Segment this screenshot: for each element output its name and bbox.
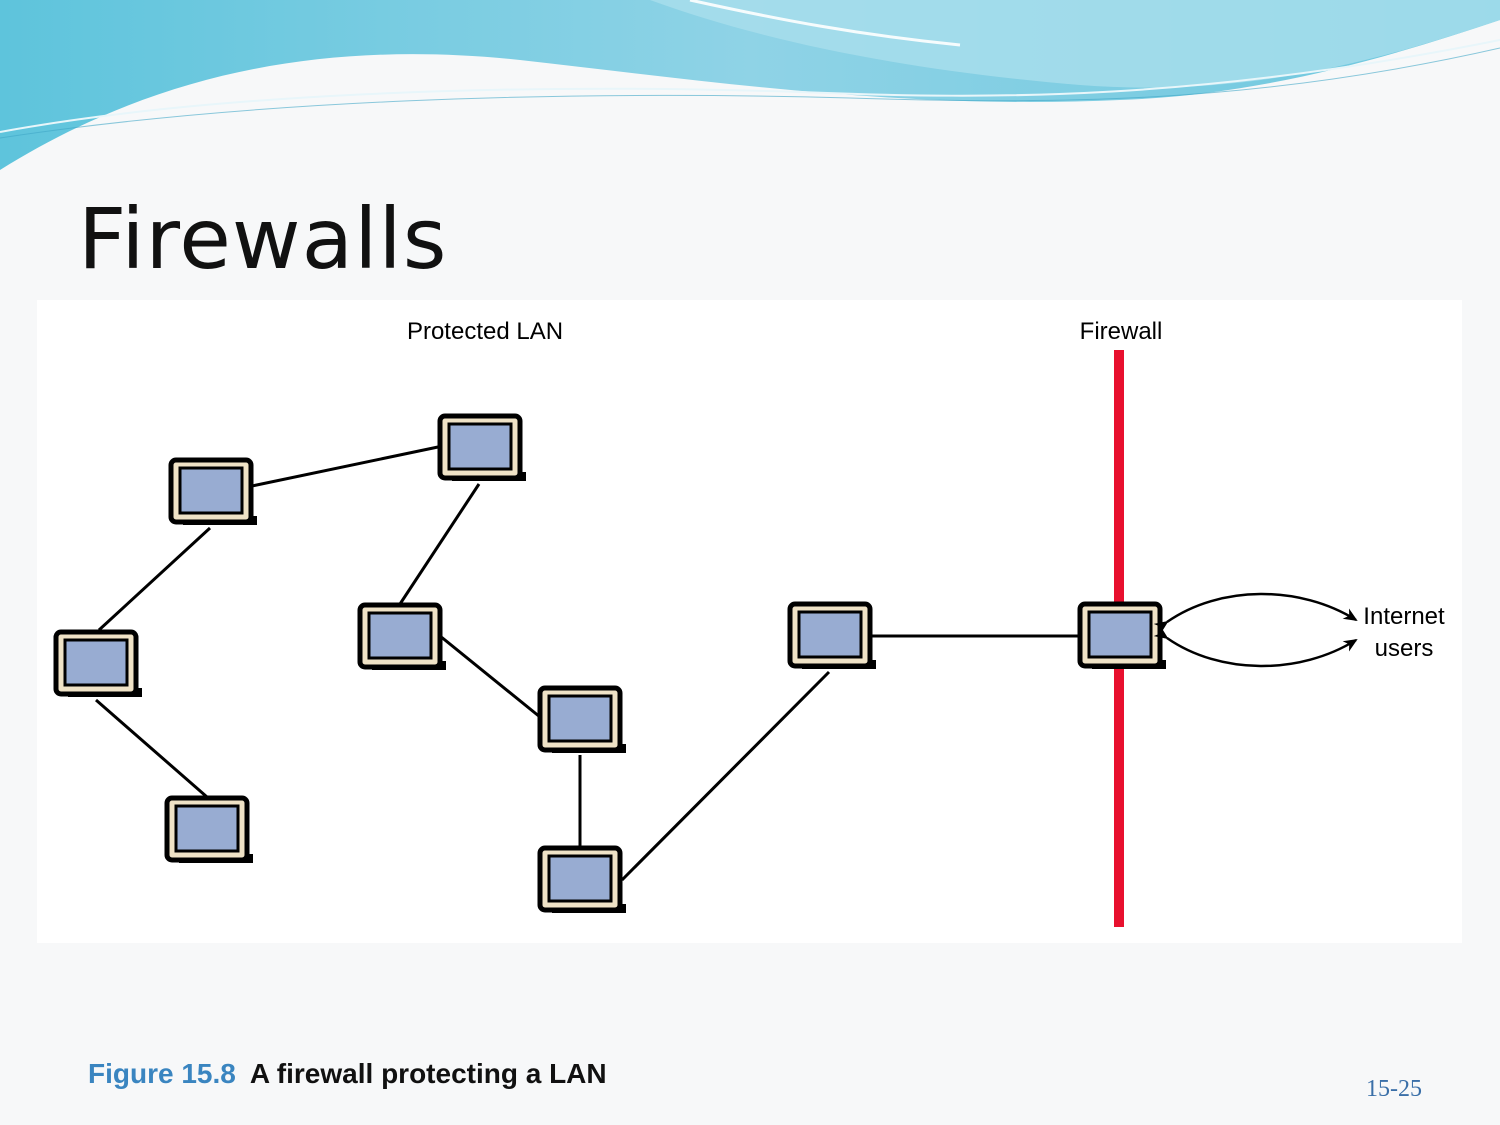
arrow-to-internet xyxy=(1153,592,1358,634)
computer-icon xyxy=(360,605,452,670)
computer-icon xyxy=(790,604,882,669)
firewall-computer-icon xyxy=(1080,604,1172,669)
link xyxy=(398,483,481,605)
link xyxy=(97,526,212,632)
arrow-from-internet xyxy=(1153,626,1358,668)
figure-number: Figure 15.8 xyxy=(88,1058,236,1089)
computer-icon xyxy=(171,460,263,525)
header-wave xyxy=(0,0,1500,170)
link xyxy=(95,698,208,799)
lan-label: Protected LAN xyxy=(407,318,563,345)
firewall-label: Firewall xyxy=(1080,318,1163,345)
internet-label: Internet xyxy=(1363,603,1445,630)
link xyxy=(620,670,831,882)
computer-icon xyxy=(167,798,259,863)
computer-icon xyxy=(540,688,632,753)
lan-links xyxy=(95,445,1079,882)
figure-caption-text: A firewall protecting a LAN xyxy=(249,1058,607,1089)
computer-icon xyxy=(540,848,632,913)
slide-title: Firewalls xyxy=(78,190,448,288)
page-number: 15-25 xyxy=(1366,1076,1422,1102)
users-label: users xyxy=(1375,635,1434,662)
link xyxy=(439,634,541,719)
computer-icon xyxy=(440,416,532,481)
link xyxy=(251,445,439,488)
figure-caption: Figure 15.8 A firewall protecting a LAN xyxy=(88,1058,607,1090)
computer-icon xyxy=(56,632,148,697)
